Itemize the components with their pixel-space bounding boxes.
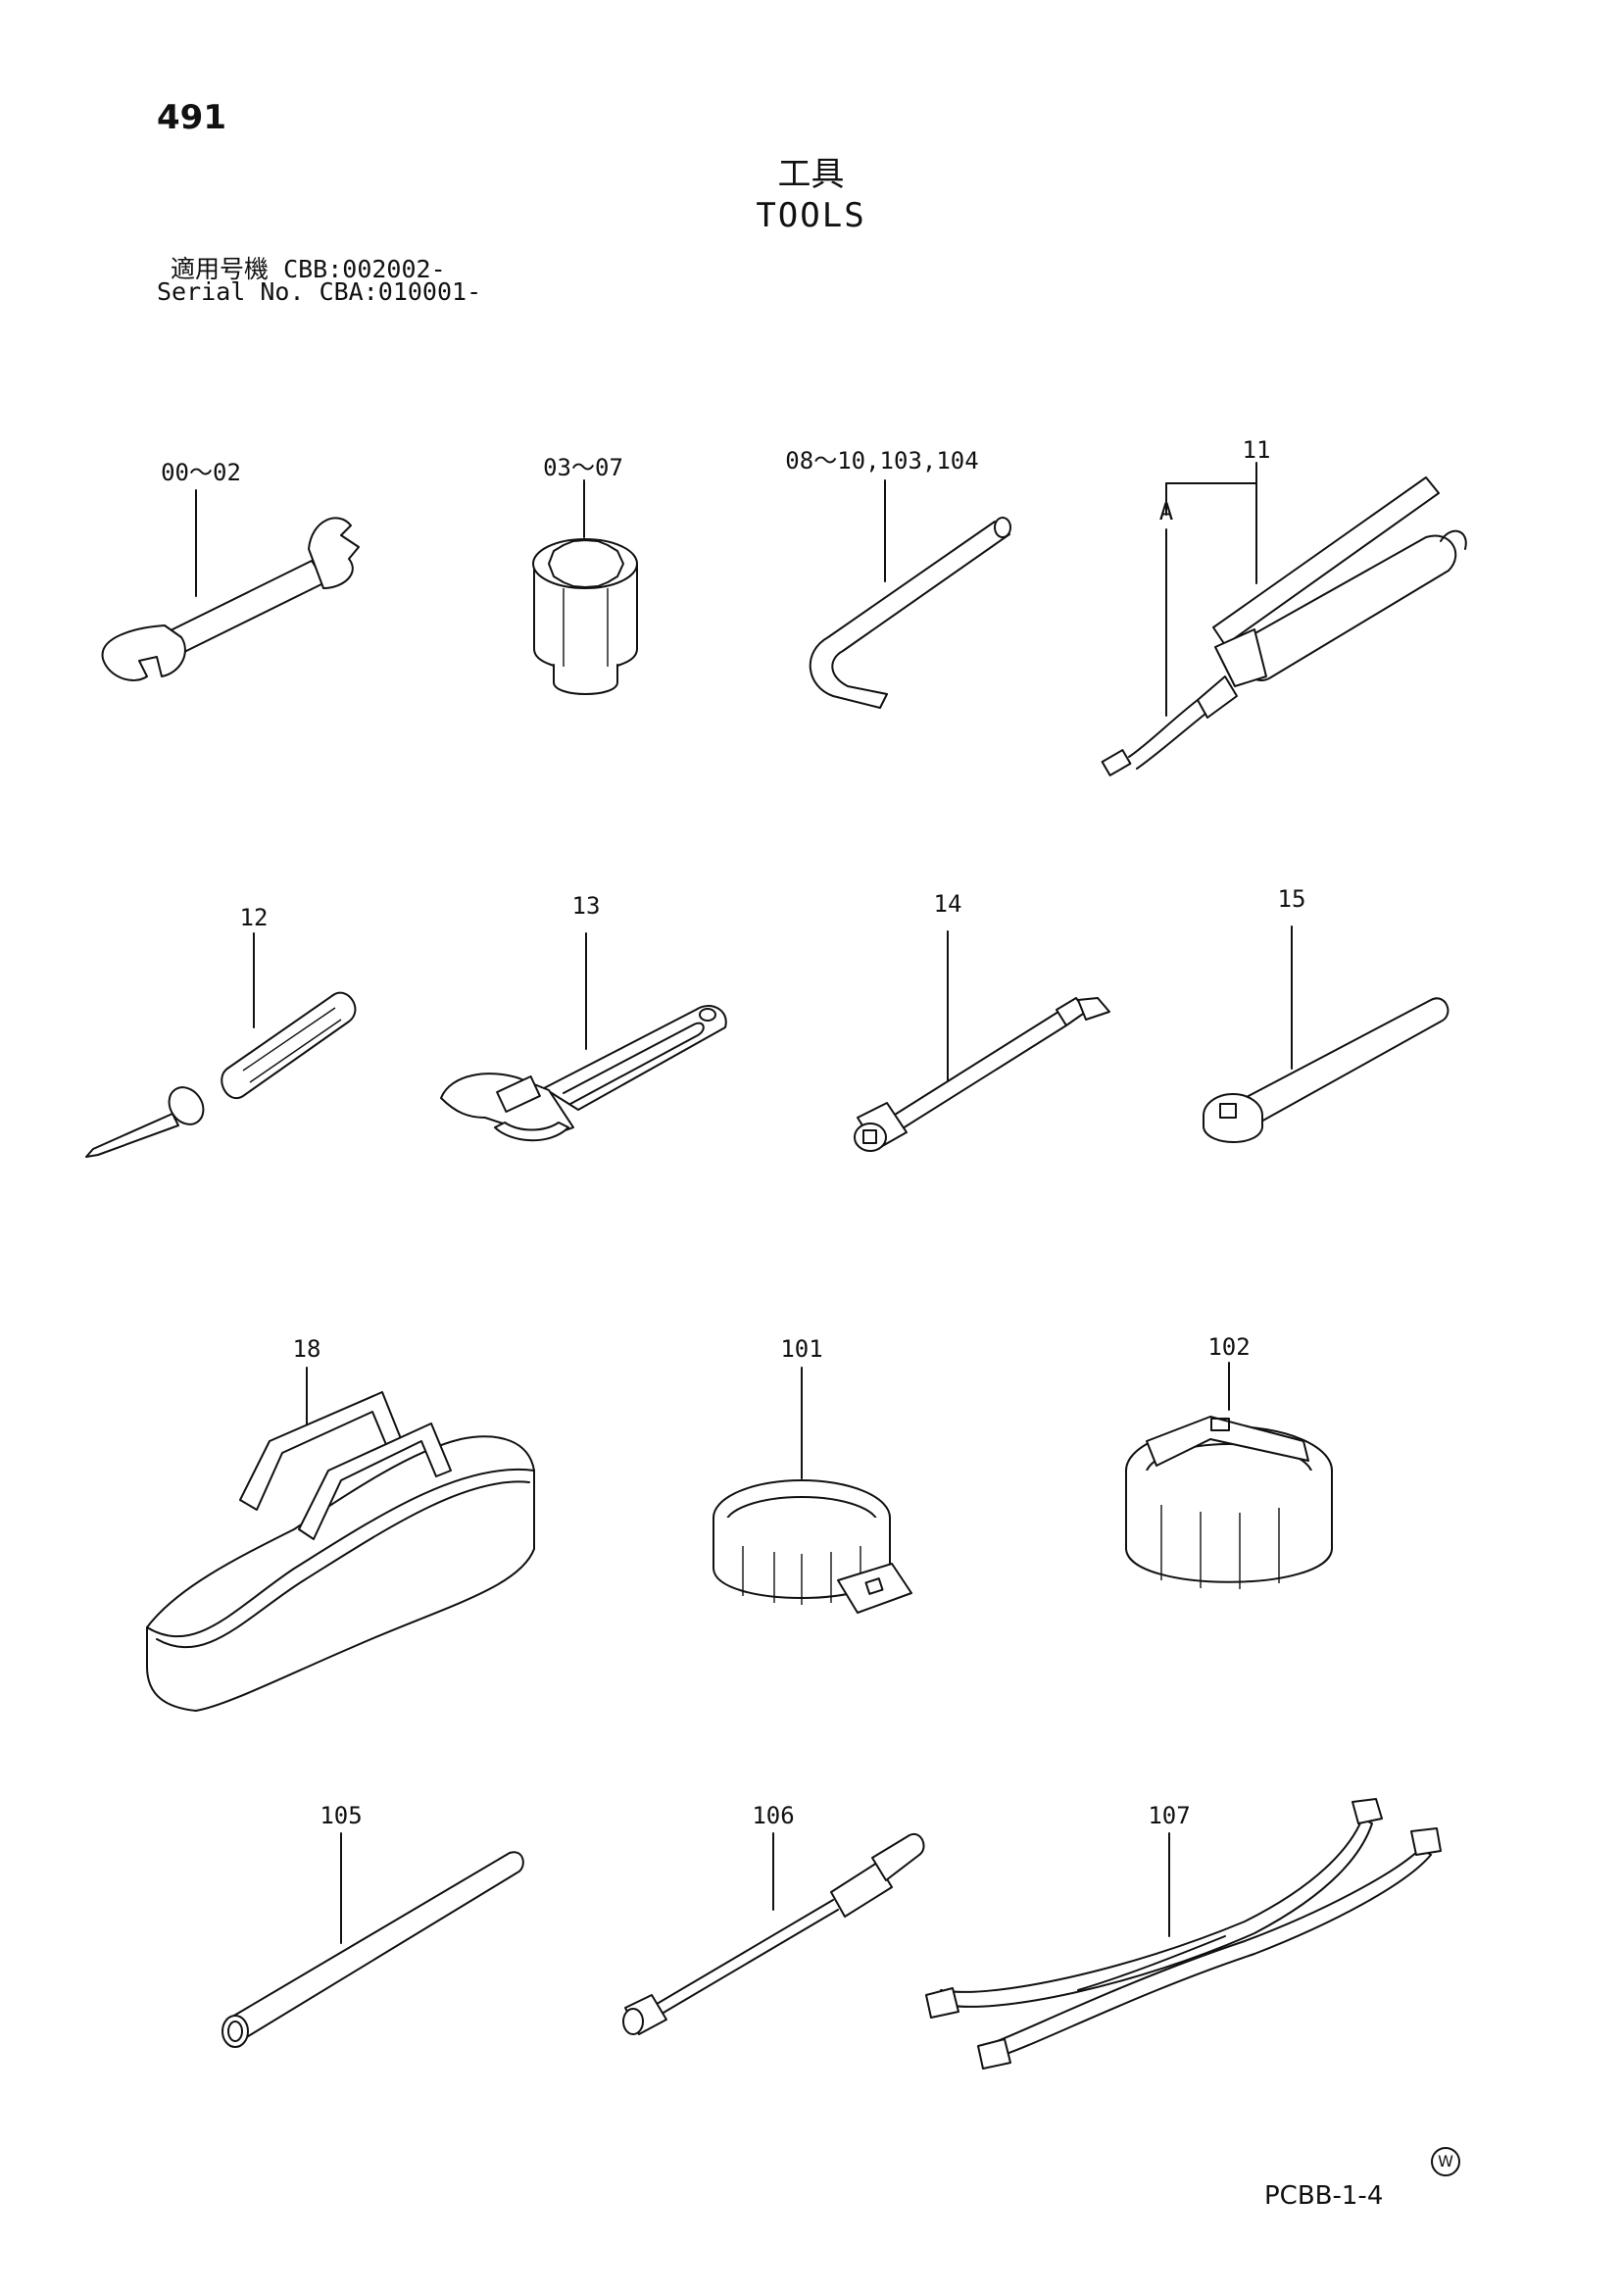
pipe-drawing [222, 1833, 523, 2047]
callout-strap-wrench: 107 [1148, 1802, 1191, 1829]
page-number: 491 [157, 98, 226, 137]
w-mark-icon: W [1431, 2147, 1460, 2176]
page-title-japanese: 工具 [777, 155, 845, 194]
filter-wrench-cap-drawing [1126, 1363, 1332, 1589]
grease-gun-drawing [1103, 463, 1466, 775]
callout-grease-gun: 11 [1242, 436, 1271, 464]
callout-adjustable-wrench: 13 [571, 892, 601, 920]
serial-label: Serial No. [157, 277, 305, 306]
ratchet-handle-drawing [1204, 926, 1448, 1142]
socket-driver-drawing [623, 1833, 924, 2034]
page-title: TOOLS [756, 196, 866, 235]
callout-pipe: 105 [319, 1802, 363, 1829]
callout-ratchet-handle: 15 [1277, 885, 1306, 913]
serial-label-japanese: 適用号機 [171, 255, 270, 283]
callout-socket: 03～07 [543, 454, 623, 481]
callout-grease-gun-sub: A [1158, 498, 1174, 525]
serial-line-japanese: 適用号機 CBB:002002- [171, 250, 446, 285]
tool-bag-drawing [147, 1368, 534, 1711]
footer-code: PCBB-1-4 [1264, 2181, 1384, 2211]
callout-wrench: 00～02 [161, 459, 241, 486]
serial-value-japanese: CBB:002002- [283, 255, 446, 283]
callout-filter-wrench-band: 101 [780, 1335, 823, 1363]
callout-socket-driver: 106 [752, 1802, 795, 1829]
callout-screwdriver: 12 [239, 904, 269, 931]
filter-wrench-band-drawing [713, 1368, 911, 1613]
extension-bar-drawing [855, 931, 1109, 1151]
socket-drawing [533, 480, 637, 694]
screwdriver-drawing [86, 933, 355, 1157]
hex-key-drawing [811, 480, 1010, 708]
callout-hex-key: 08～10,103,104 [785, 447, 979, 474]
callout-extension-bar: 14 [933, 890, 962, 918]
adjustable-wrench-drawing [441, 933, 726, 1140]
wrench-drawing [103, 490, 359, 680]
callout-tool-bag: 18 [292, 1335, 321, 1363]
callout-filter-wrench-cap: 102 [1207, 1333, 1251, 1361]
serial-line: Serial No. CBA:010001- [157, 277, 481, 306]
serial-value: CBA:010001- [319, 277, 482, 306]
strap-wrench-drawing [926, 1799, 1441, 2069]
